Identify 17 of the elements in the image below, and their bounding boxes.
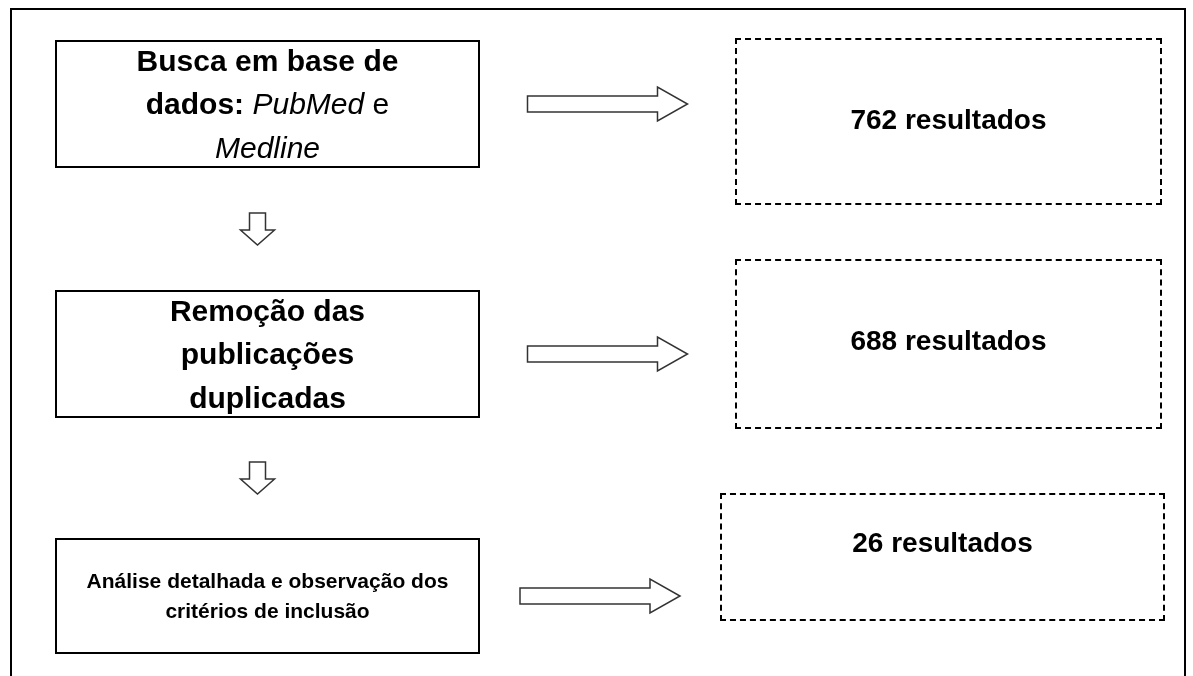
box-text: 26 resultados xyxy=(852,526,1033,560)
hollow-arrow xyxy=(519,577,682,615)
result-box xyxy=(735,38,1162,205)
process-box xyxy=(55,40,480,168)
box-text: Busca em base de dados: PubMed e Medline xyxy=(135,42,400,166)
process-box xyxy=(55,290,480,418)
box-text: Análise detalhada e observação dos critérios de inclusão xyxy=(85,567,450,624)
box-text: 688 resultados xyxy=(850,324,1047,358)
box-text: 762 resultados xyxy=(850,103,1047,137)
hollow-arrow xyxy=(526,85,690,123)
result-box xyxy=(720,493,1165,621)
result-box xyxy=(735,259,1162,429)
process-box xyxy=(55,538,480,654)
hollow-arrow xyxy=(526,335,690,373)
box-text: Remoção das publicações duplicadas xyxy=(168,292,367,416)
hollow-arrow xyxy=(238,212,277,246)
hollow-arrow xyxy=(238,461,277,495)
